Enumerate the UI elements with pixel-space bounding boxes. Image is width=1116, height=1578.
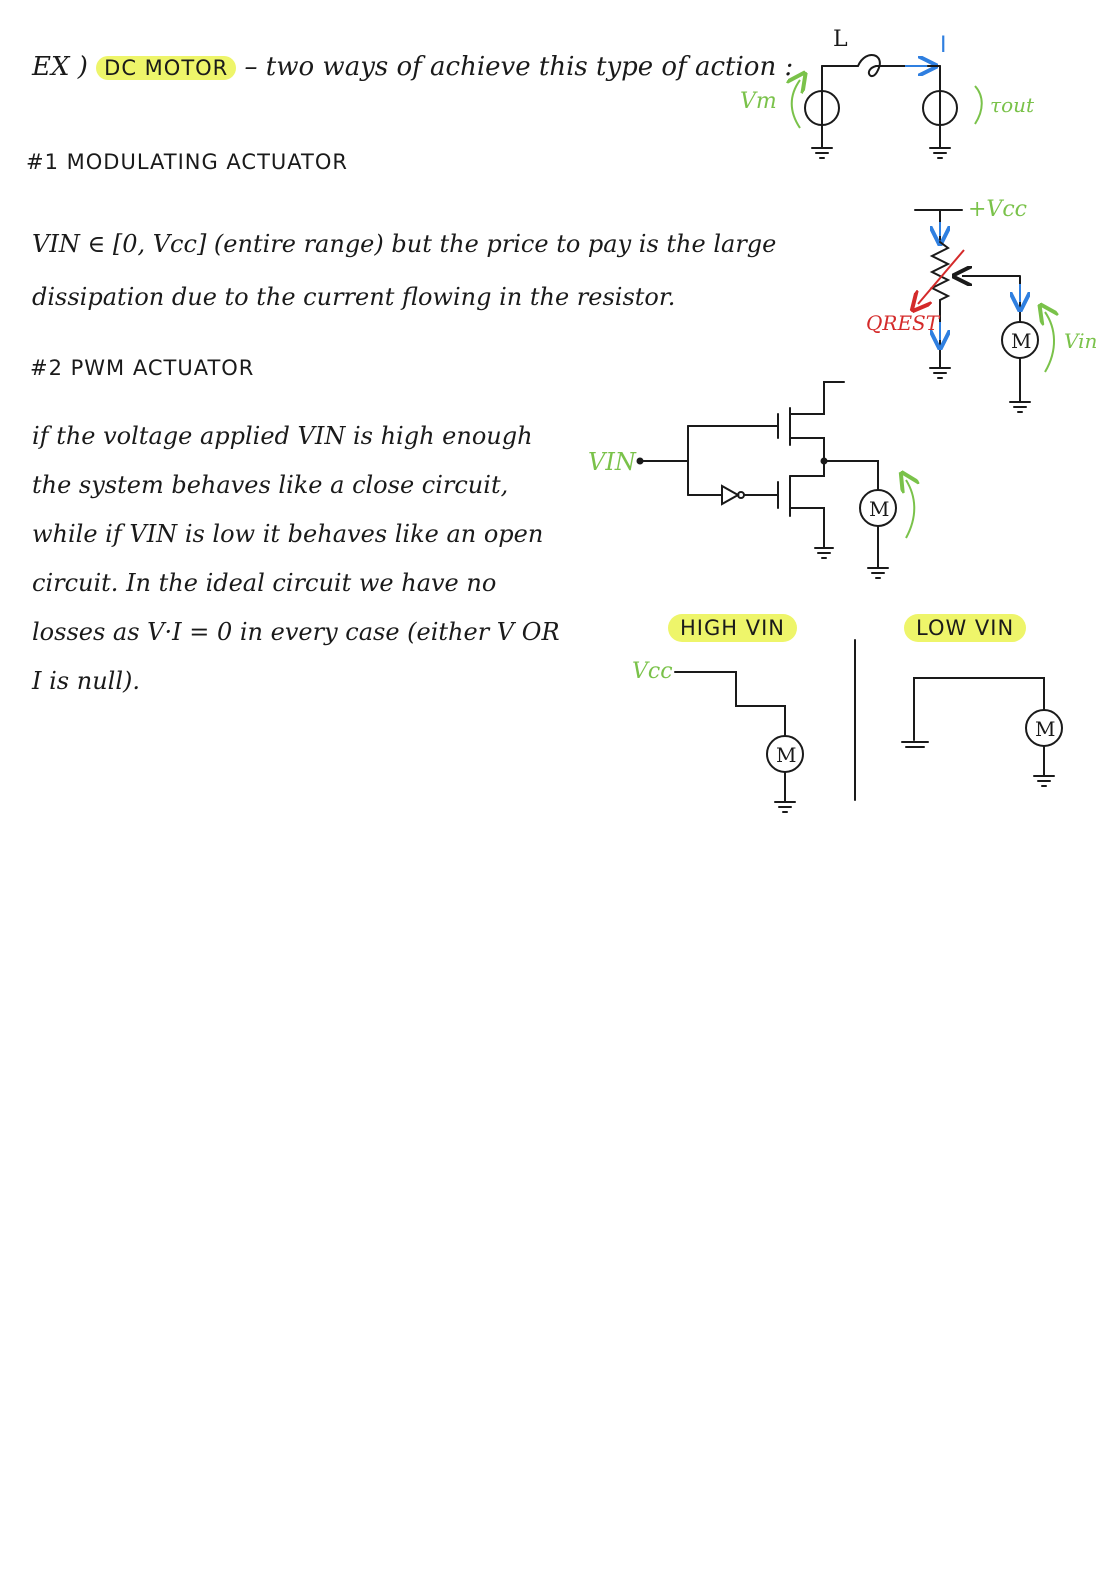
q-rest-label: QREST [866, 311, 941, 335]
title-rest: – two ways of achieve this type of actio… [244, 52, 794, 82]
section1-heading: #1 MODULATING ACTUATOR [26, 150, 348, 174]
motor-label-low: M [1035, 717, 1055, 741]
inductor-label: L [833, 27, 848, 52]
section2-heading: #2 PWM ACTUATOR [30, 356, 255, 380]
vcc-label-states: Vcc [632, 659, 673, 684]
variable-resistor [929, 241, 951, 301]
current-label: I [940, 33, 947, 58]
pwm-actuator-diagram: M VIN [588, 381, 914, 579]
section2-text: if the voltage applied VIN is high enoug… [32, 422, 560, 695]
motor-label-pwm: M [869, 497, 889, 521]
title-prefix: EX ) [32, 52, 88, 82]
vin-label-pwm: VIN [588, 448, 637, 476]
vcc-label-modulating: +Vcc [968, 197, 1027, 222]
tau-out-label: τout [990, 93, 1035, 117]
motor-label-high: M [776, 743, 796, 767]
modulating-actuator-diagram: M +Vcc QREST Vin [866, 197, 1097, 413]
motor-model-diagram: L I Vm τout [740, 27, 1035, 159]
page-title: EX ) DC MOTOR – two ways of achieve this… [32, 52, 793, 82]
title-highlight: DC MOTOR [96, 56, 237, 80]
section1-text: VIN ∈ [0, Vcc] (entire range) but the pr… [32, 230, 777, 311]
vin-label-modulating: Vin [1064, 329, 1097, 353]
inverter-symbol [721, 484, 741, 506]
states-diagram: Vcc M M [632, 639, 1063, 813]
vm-label: Vm [740, 89, 777, 114]
high-vin-badge: HIGH VIN [668, 614, 797, 642]
motor-label-modulating: M [1011, 329, 1031, 353]
low-vin-badge: LOW VIN [904, 614, 1027, 642]
inductor-symbol [821, 54, 906, 77]
